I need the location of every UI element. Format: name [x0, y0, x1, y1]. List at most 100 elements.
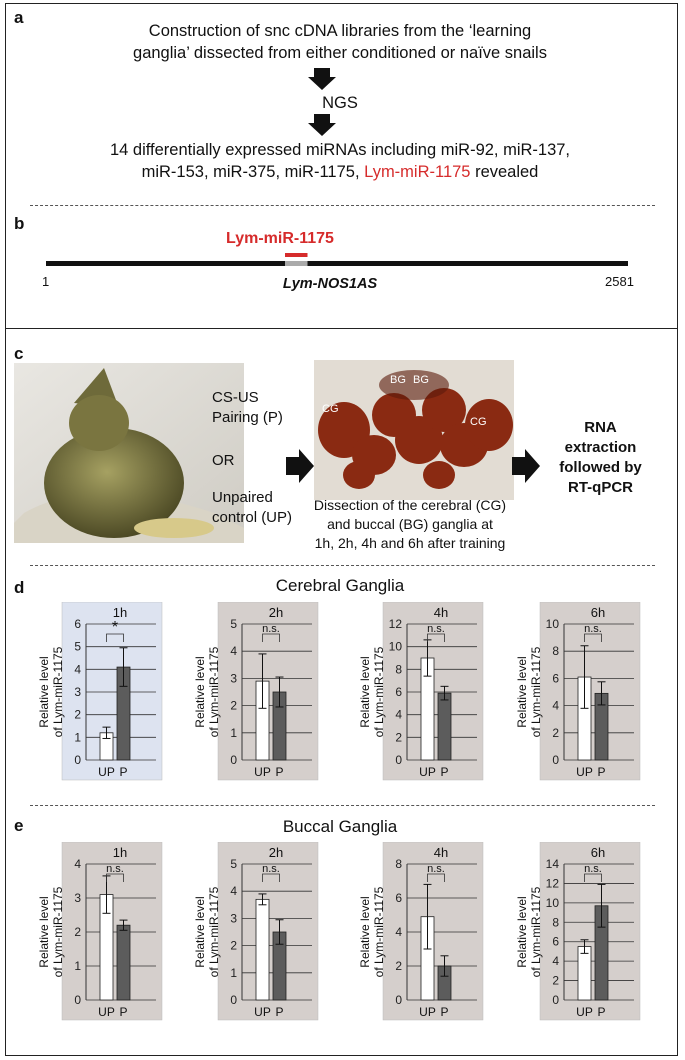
rna-line1: RNA	[584, 419, 617, 436]
significance-bracket	[584, 633, 602, 642]
dissection-line1: Dissection of the cerebral (CG)	[313, 497, 507, 513]
y-tick-label: 6	[395, 685, 402, 699]
y-tick-label: 2	[395, 730, 402, 744]
ngs-label: NGS	[322, 94, 358, 112]
y-tick-label: 8	[395, 857, 402, 871]
result2-highlight: Lym-miR-1175	[364, 163, 471, 181]
x-tick-label: UP	[576, 1005, 593, 1019]
y-tick-label: 8	[395, 662, 402, 676]
y-tick-label: 2	[230, 939, 237, 953]
x-tick-label: P	[119, 765, 127, 779]
chart-title: 6h	[591, 605, 605, 620]
y-tick-label: 1	[74, 959, 81, 973]
gene-map	[46, 253, 628, 266]
y-tick-label: 0	[230, 753, 237, 767]
y-axis-label-line1: Relative level	[358, 656, 372, 727]
y-tick-label: 4	[230, 644, 237, 658]
significance-label: n.s.	[262, 863, 280, 875]
y-tick-label: 3	[230, 671, 237, 685]
unpaired-text: Unpaired	[212, 489, 273, 506]
y-axis-label-line2: of Lym-miR-1175	[372, 886, 386, 977]
y-tick-label: 4	[552, 954, 559, 968]
significance-label: n.s.	[262, 623, 280, 635]
y-tick-label: 0	[395, 753, 402, 767]
y-tick-label: 4	[74, 662, 81, 676]
panel-a-line2: ganglia’ dissected from either condition…	[133, 44, 547, 62]
y-tick-label: 6	[74, 617, 81, 631]
mirna-site-region	[285, 261, 308, 266]
y-axis-label-line2: of Lym-miR-1175	[51, 886, 65, 977]
significance-bracket	[262, 633, 280, 642]
bar-P	[116, 924, 131, 1001]
significance-bracket	[427, 873, 445, 882]
mirna-site-marker	[285, 253, 308, 257]
x-tick-label: UP	[254, 1005, 271, 1019]
ganglia-photo	[314, 360, 514, 500]
panel-e-label: e	[14, 816, 24, 835]
y-tick-label: 8	[552, 644, 559, 658]
panel-d-label: d	[14, 578, 25, 597]
y-tick-label: 3	[74, 891, 81, 905]
y-axis-label-line1: Relative level	[358, 896, 372, 967]
gene-end: 2581	[605, 274, 634, 289]
dashed-divider	[30, 805, 655, 806]
x-tick-label: P	[275, 765, 283, 779]
y-axis-label-line2: of Lym-miR-1175	[529, 886, 543, 977]
or-label: OR	[212, 452, 235, 469]
significance-bracket	[427, 633, 445, 642]
significance-label: *	[112, 619, 118, 636]
significance-label: n.s.	[427, 623, 445, 635]
gene-label: Lym-NOS1AS	[282, 276, 378, 292]
rna-line2: extraction	[564, 439, 637, 456]
chart-title: 4h	[434, 845, 448, 860]
x-tick-label: P	[440, 765, 448, 779]
cg-left-label: CG	[322, 403, 339, 415]
y-tick-label: 0	[395, 993, 402, 1007]
panel-a-label: a	[14, 8, 24, 27]
y-tick-label: 6	[552, 671, 559, 685]
x-tick-label: UP	[419, 1005, 436, 1019]
y-tick-label: 5	[230, 617, 237, 631]
y-tick-label: 5	[230, 857, 237, 871]
x-tick-label: UP	[98, 765, 115, 779]
snail-photo	[14, 363, 244, 543]
dissection-line3: 1h, 2h, 4h and 6h after training	[314, 535, 506, 551]
y-tick-label: 10	[389, 640, 403, 654]
x-tick-label: UP	[98, 1005, 115, 1019]
x-tick-label: P	[275, 1005, 283, 1019]
x-tick-label: UP	[576, 765, 593, 779]
x-tick-label: P	[597, 765, 605, 779]
cg-right-label: CG	[470, 416, 487, 428]
unpaired-label: Unpaired control (UP)	[212, 488, 292, 528]
x-tick-label: P	[119, 1005, 127, 1019]
arrow-down-icon	[308, 68, 336, 90]
y-tick-label: 4	[395, 708, 402, 722]
y-tick-label: 4	[230, 884, 237, 898]
arrow-down-icon	[308, 114, 336, 136]
cs-us-label: CS-US Pairing (P)	[212, 388, 283, 428]
panel-b-label: b	[14, 214, 25, 233]
pairing-text: Pairing (P)	[212, 409, 283, 426]
y-tick-label: 1	[230, 726, 237, 740]
y-axis-label-line1: Relative level	[37, 896, 51, 967]
panel-a-line1: Construction of snc cDNA libraries from …	[148, 22, 532, 40]
chart-title: 4h	[434, 605, 448, 620]
chart-title: 6h	[591, 845, 605, 860]
x-tick-label: P	[440, 1005, 448, 1019]
y-tick-label: 8	[552, 915, 559, 929]
arrow-right-icon	[286, 449, 314, 483]
bar-UP	[255, 898, 270, 1001]
dissection-line2: and buccal (BG) ganglia at	[327, 516, 493, 532]
y-tick-label: 0	[230, 993, 237, 1007]
y-tick-label: 12	[546, 876, 560, 890]
x-tick-label: UP	[254, 765, 271, 779]
y-axis-label-line2: of Lym-miR-1175	[207, 886, 221, 977]
y-tick-label: 14	[546, 857, 560, 871]
